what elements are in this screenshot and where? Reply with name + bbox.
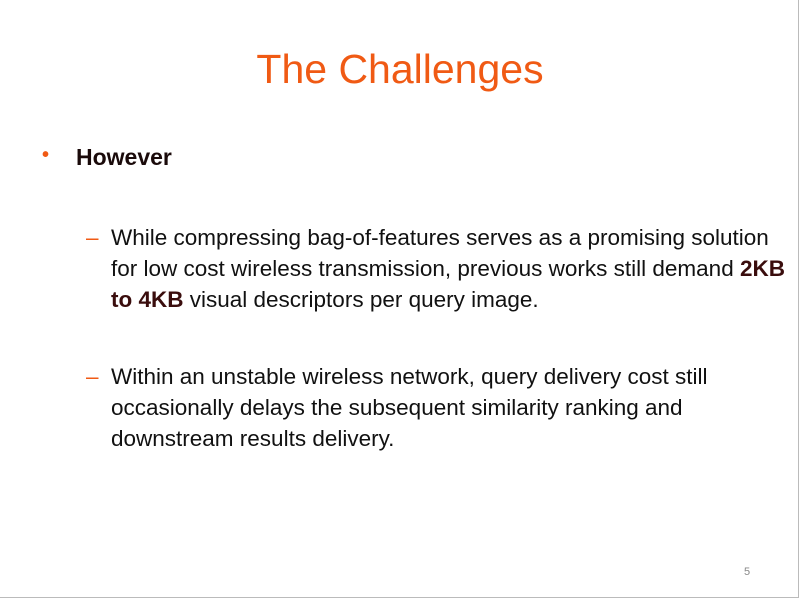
text-part: While compressing bag-of-features serves… [111, 225, 769, 281]
subbullet-text: While compressing bag-of-features serves… [111, 222, 786, 315]
bullet-label: However [76, 144, 172, 170]
subbullet-text: Within an unstable wireless network, que… [111, 364, 708, 451]
slide-title: The Challenges [256, 46, 544, 92]
bullet-dot-icon: • [42, 144, 50, 166]
dash-icon: – [86, 225, 99, 250]
dash-icon: – [86, 364, 99, 389]
page-number: 5 [744, 566, 751, 578]
text-part: visual descriptors per query image. [183, 287, 539, 312]
subbullet-item: – Within an unstable wireless network, q… [86, 361, 786, 454]
highlight-text: 2KB to 4KB [111, 256, 785, 312]
subbullet-item: – While compressing bag-of-features serv… [86, 222, 786, 315]
